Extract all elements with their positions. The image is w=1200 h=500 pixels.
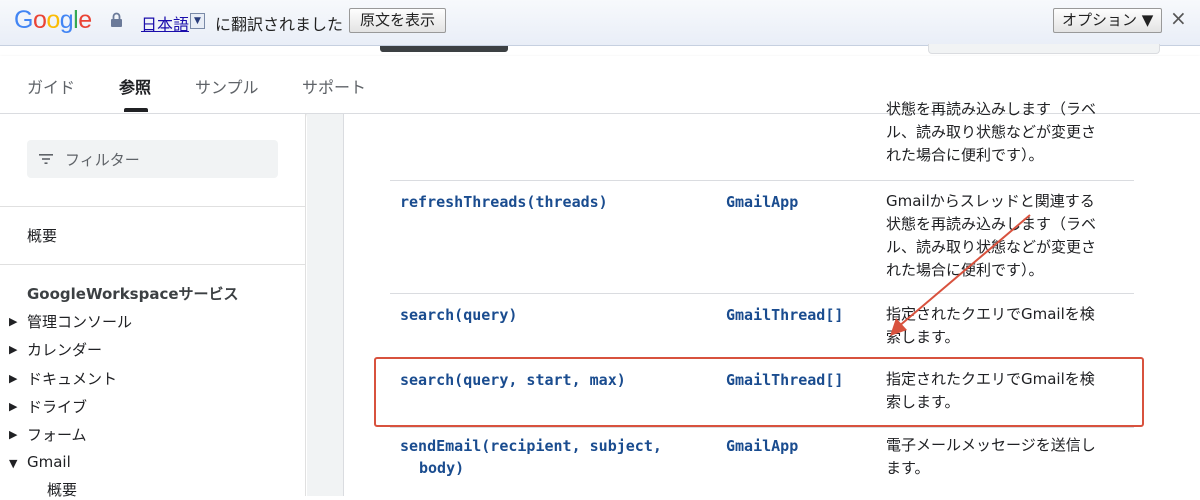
filter-placeholder: フィルター [65,151,140,169]
method-description: 指定されたクエリでGmailを検 索します。 [886,305,1095,346]
translation-status: に翻訳されました [215,15,344,34]
tab-support[interactable]: サポート [302,78,367,97]
method-link[interactable]: refreshThreads(threads) [400,193,608,211]
sidebar-item-drive[interactable]: ▶ ドライブ [0,394,306,422]
method-description: 指定されたクエリでGmailを検 索します。 [886,370,1095,411]
highlight-annotation [374,357,1144,427]
caret-right-icon: ▶ [9,343,18,356]
active-tab-indicator [124,108,148,112]
return-type-link[interactable]: GmailThread[] [726,306,844,324]
tab-reference[interactable]: 参照 [119,78,152,97]
divider [0,206,306,207]
sidebar-item-calendar[interactable]: ▶ カレンダー [0,337,306,365]
method-link[interactable]: search(query, start, max) [400,371,626,389]
return-type-link[interactable]: GmailApp [726,437,799,455]
caret-right-icon: ▶ [9,372,18,385]
translate-bar: Google 日本語 ▼ に翻訳されました 原文を表示 オプション ▼ × [0,0,1200,46]
table-row: search(query, start, max) GmailThread[] … [390,359,1134,427]
caret-right-icon: ▶ [9,315,18,328]
sidebar-item-label: フォーム [27,426,87,444]
sidebar-item-label: ドキュメント [27,370,118,388]
filter-input[interactable]: フィルター [27,140,278,178]
sidebar-item-gmail[interactable]: ▼ Gmail [0,451,306,479]
sidebar: フィルター 概要 GoogleWorkspaceサービス ▶ 管理コンソール ▶… [0,114,306,499]
method-description: Gmailからスレッドと関連する 状態を再読み込みします（ラベ ル、読み取り状態… [886,192,1097,279]
show-original-button[interactable]: 原文を表示 [349,8,447,33]
sidebar-section-title: GoogleWorkspaceサービス [27,285,239,303]
google-logo: Google [14,6,92,34]
method-description-partial: 状態を再読み込みします（ラベ ル、読み取り状態などが変更さ れた場合に便利です）… [886,100,1097,164]
options-button[interactable]: オプション ▼ [1053,8,1163,33]
language-dropdown-icon[interactable]: ▼ [190,13,205,29]
divider [0,264,306,265]
sidebar-item-overview[interactable]: 概要 [27,227,58,245]
header-peek [380,46,508,52]
content-card [343,114,1200,496]
close-icon[interactable]: × [1170,6,1187,30]
method-link[interactable]: search(query) [400,306,518,324]
table-row: refreshThreads(threads) GmailApp Gmailから… [390,180,1134,293]
return-type-link[interactable]: GmailApp [726,193,799,211]
sidebar-item-documents[interactable]: ▶ ドキュメント [0,366,306,394]
return-type-link[interactable]: GmailThread[] [726,371,844,389]
caret-down-icon: ▼ [9,457,18,470]
tab-guide[interactable]: ガイド [27,78,76,97]
filter-icon [39,154,53,164]
caret-right-icon: ▶ [9,428,18,441]
sidebar-item-label: Gmail [27,453,71,471]
method-link[interactable]: sendEmail(recipient, subject, body) [400,437,662,477]
method-description: 電子メールメッセージを送信し ます。 [886,436,1096,477]
lock-icon [111,12,122,27]
sidebar-item-admin-console[interactable]: ▶ 管理コンソール [0,309,306,337]
sidebar-subitem-gmail-overview[interactable]: 概要 [47,481,78,499]
caret-right-icon: ▶ [9,400,18,413]
tab-samples[interactable]: サンプル [195,78,259,97]
arrow-annotation-icon [890,214,1031,336]
sidebar-item-forms[interactable]: ▶ フォーム [0,422,306,450]
nav-tabs: ガイド 参照 サンプル サポート [0,56,1200,114]
sidebar-item-label: カレンダー [27,341,103,359]
language-link[interactable]: 日本語 [141,15,190,34]
table-row: sendEmail(recipient, subject, body) Gmai… [390,427,1134,496]
table-row: search(query) GmailThread[] 指定されたクエリでGma… [390,293,1134,359]
sidebar-item-label: 管理コンソール [27,313,133,331]
sidebar-item-label: ドライブ [27,398,88,416]
search-box-peek [928,44,1160,54]
